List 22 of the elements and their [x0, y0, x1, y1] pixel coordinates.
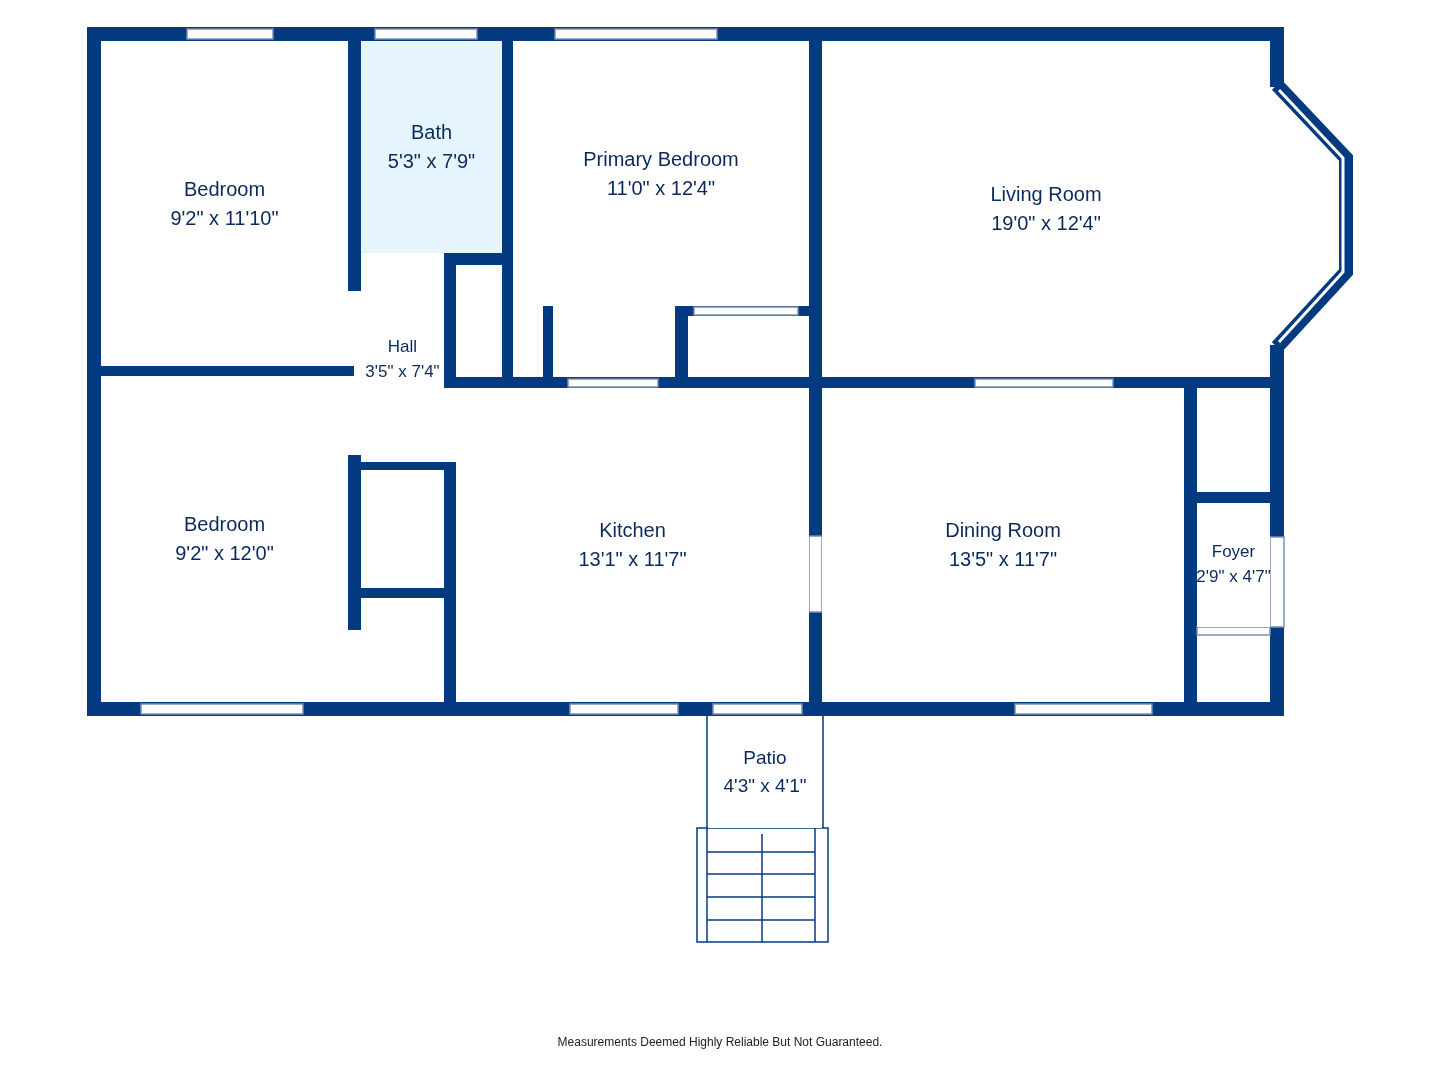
- room-dimensions: 9'2" x 12'0": [175, 541, 274, 566]
- room-dimensions: 19'0" x 12'4": [991, 211, 1101, 236]
- room-name: Living Room: [990, 182, 1102, 207]
- room-area: [361, 41, 502, 253]
- room-name: Hall: [387, 336, 418, 359]
- room-dimensions: 4'3" x 4'1": [723, 774, 807, 798]
- room-dimensions: 9'2" x 11'10": [170, 205, 279, 231]
- room-name: Kitchen: [599, 518, 666, 543]
- room-dimensions: 5'3" x 7'9": [387, 149, 476, 174]
- room-name: Primary Bedroom: [583, 146, 739, 172]
- room-name: Foyer: [1211, 541, 1256, 564]
- room-name: Bath: [410, 120, 453, 145]
- room-dimensions: 3'5" x 7'4": [365, 361, 440, 383]
- room-name: Patio: [743, 746, 787, 771]
- room-name: Bedroom: [183, 512, 266, 537]
- room-dimensions: 13'5" x 11'7": [948, 547, 1058, 572]
- room-name: Dining Room: [945, 518, 1061, 543]
- room-dimensions: 13'1" x 11'7": [578, 547, 687, 572]
- room-dimensions: 2'9" x 4'7": [1196, 566, 1271, 588]
- room-name: Bedroom: [183, 176, 266, 202]
- room-dimensions: 11'0" x 12'4": [606, 175, 716, 201]
- disclaimer-note: Measurements Deemed Highly Reliable But Not Guaranteed.: [557, 1035, 883, 1049]
